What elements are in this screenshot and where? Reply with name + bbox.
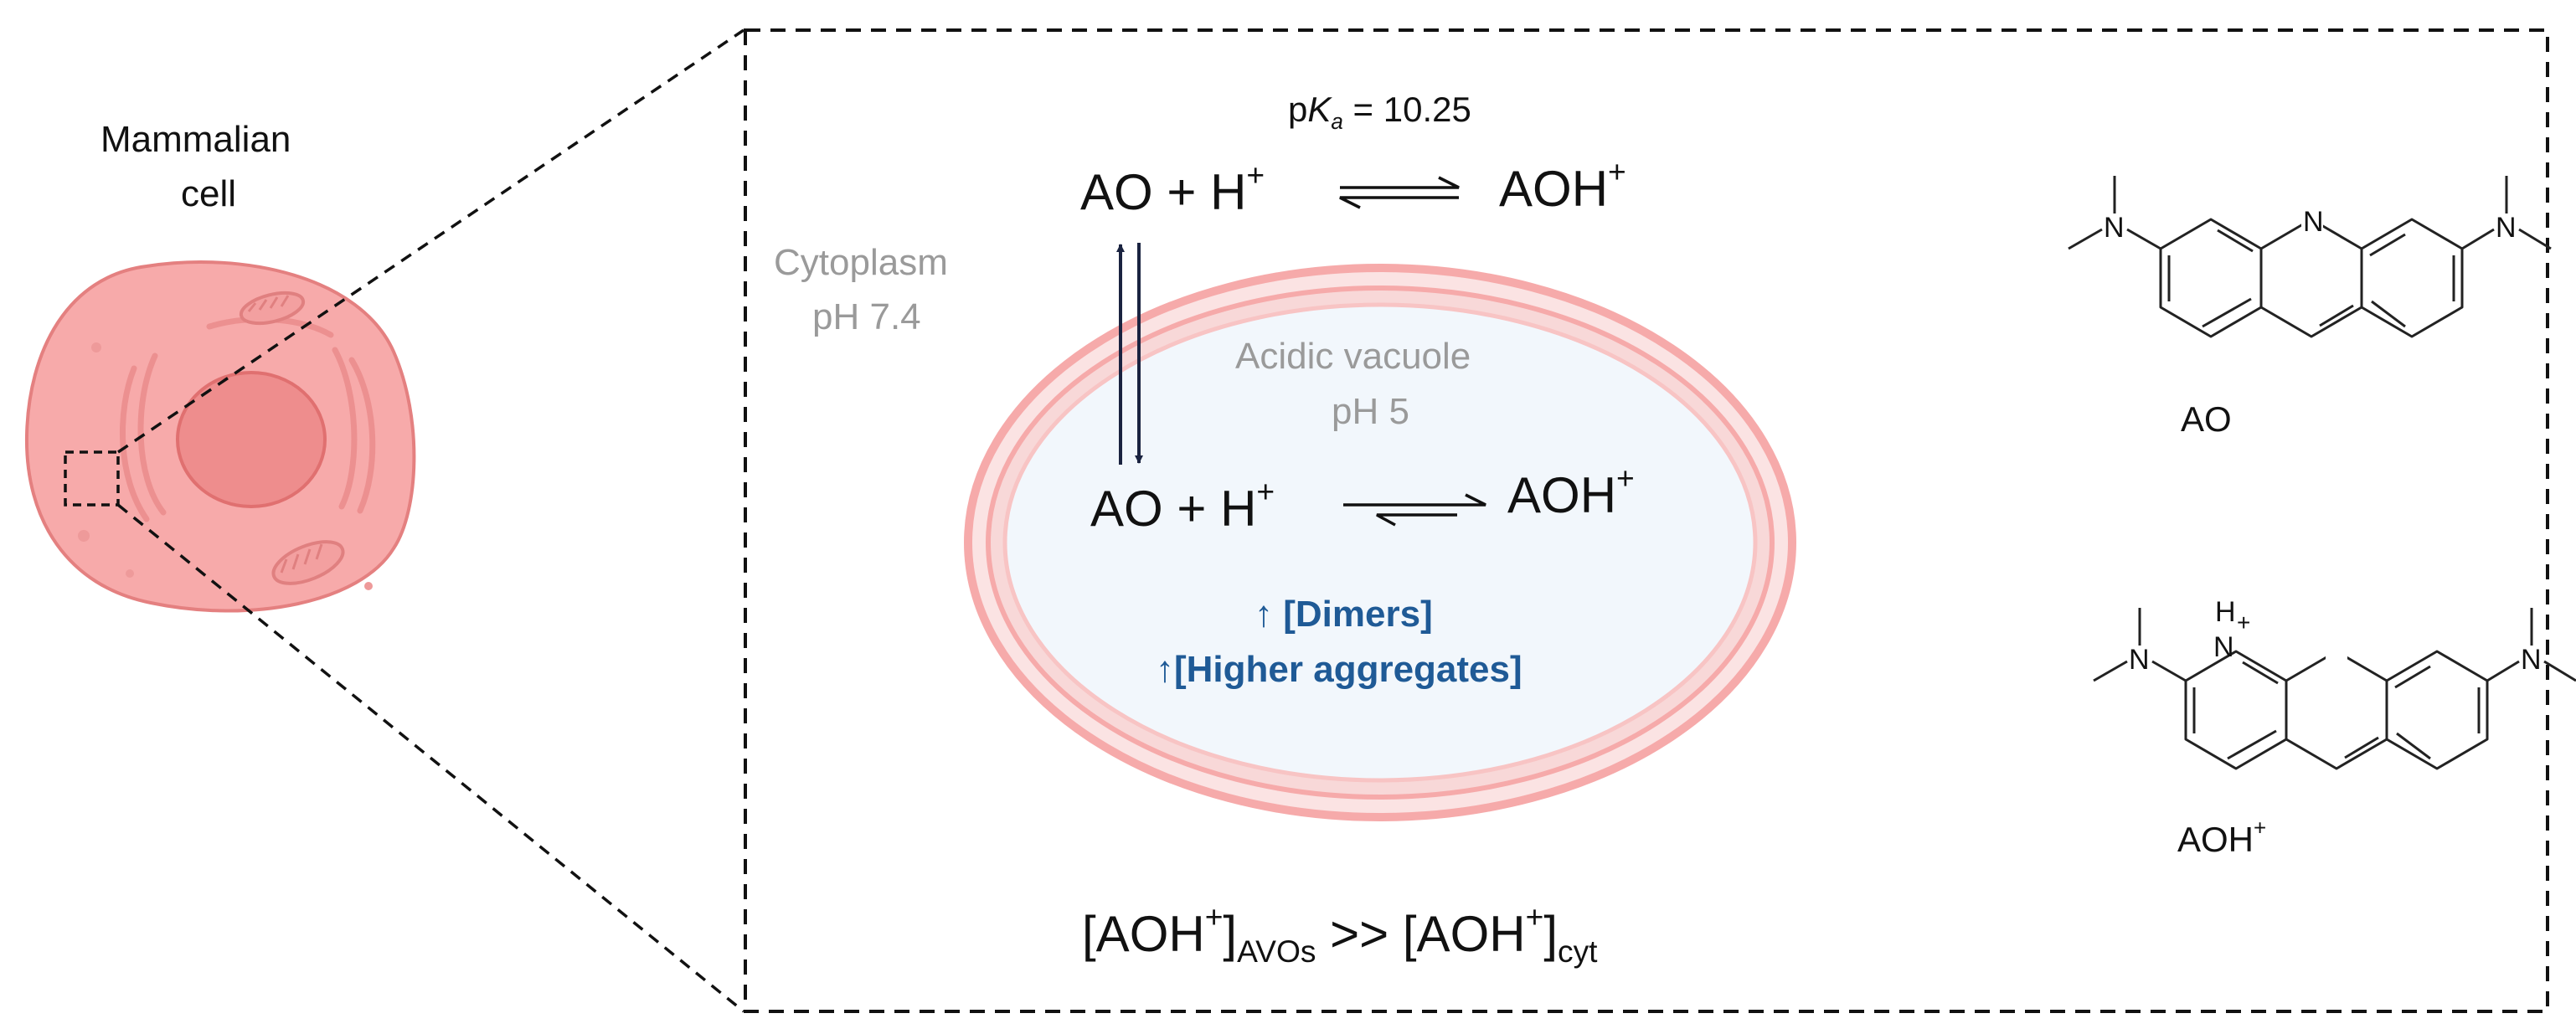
aggregates-line: ↑[Higher aggregates]: [1156, 651, 1522, 688]
top-left-species: AO + H: [1080, 164, 1247, 220]
vacuole-right-charge: +: [1616, 460, 1635, 496]
top-equation-right: AOH+: [1499, 157, 1626, 217]
zoom-line-bottom: [116, 503, 745, 1013]
vacuole-equation-right: AOH+: [1507, 463, 1635, 521]
dimers-label: [Dimers]: [1283, 594, 1433, 635]
vacuole-right-species: AOH: [1507, 467, 1617, 523]
ao-structure: [2068, 176, 2552, 338]
relation-close1: ]: [1223, 906, 1238, 962]
aoh-left-n: N: [2129, 644, 2150, 676]
ao-right-n: N: [2496, 212, 2517, 244]
cytoplasm-label: Cytoplasm: [774, 242, 948, 283]
relation-operator: >>: [1316, 906, 1403, 962]
top-right-charge: +: [1608, 154, 1626, 190]
aoh-label: AOH+: [2177, 816, 2266, 859]
vacuole-label: Acidic vacuole: [1235, 336, 1471, 377]
pka-value: = 10.25: [1342, 90, 1471, 129]
ao-label: AO: [2181, 399, 2232, 439]
mitochondrion-bottom: [271, 540, 345, 585]
zoom-region-box: [64, 450, 120, 507]
aoh-ring-h: H: [2215, 596, 2236, 628]
relation-sub-cyt: cyt: [1557, 934, 1598, 970]
relation-open1: [AOH: [1082, 906, 1205, 962]
top-equilibrium-arrows: [1339, 176, 1460, 209]
relation-open2: [AOH: [1402, 906, 1526, 962]
up-arrow-aggregates: ↑: [1156, 649, 1174, 690]
top-left-charge: +: [1246, 157, 1265, 193]
vacuole-left-species: AO + H: [1090, 481, 1257, 537]
relation-close2: ]: [1543, 906, 1558, 962]
ao-left-n: N: [2104, 212, 2125, 244]
nucleus: [176, 371, 327, 508]
aoh-right-n: N: [2521, 644, 2542, 676]
zoom-panel-border: [744, 28, 2549, 1013]
pka-label: pKa = 10.25: [1288, 90, 1471, 133]
top-right-species: AOH: [1499, 161, 1609, 217]
aoh-ring-n: N: [2213, 631, 2234, 663]
higher-aggregates-label: [Higher aggregates]: [1174, 649, 1522, 690]
ao-ring-n: N: [2303, 206, 2324, 238]
mitochondrion-top: [239, 291, 306, 326]
relation-charge2: +: [1525, 899, 1544, 935]
vacuole-left-charge: +: [1256, 474, 1275, 510]
pka-k: K: [1307, 90, 1332, 129]
pka-subscript: a: [1331, 109, 1343, 135]
relation-charge1: +: [1204, 899, 1224, 935]
cell-title-line2: cell: [181, 173, 237, 214]
aoh-label-text: AOH: [2177, 820, 2254, 859]
cell-title-line1: Mammalian: [100, 119, 291, 160]
pka-prefix: p: [1288, 90, 1308, 129]
up-arrow-dimers: ↑: [1255, 594, 1273, 635]
top-equation-left: AO + H+: [1080, 160, 1265, 220]
vacuole-ph: pH 5: [1332, 391, 1409, 432]
vacuole-equilibrium-arrows: [1343, 493, 1486, 527]
concentration-relation: [AOH+]AVOs >> [AOH+]cyt: [1082, 902, 1598, 967]
mammalian-cell: [24, 260, 416, 613]
vacuole-equation-left: AO + H+: [1090, 476, 1275, 537]
aoh-structure: [2093, 608, 2576, 770]
aoh-label-charge: +: [2254, 815, 2267, 841]
cytoplasm-ph: pH 7.4: [812, 296, 921, 337]
aoh-ring-plus: +: [2237, 610, 2251, 635]
dimers-line: ↑ [Dimers]: [1255, 596, 1433, 633]
relation-sub-avos: AVOs: [1237, 934, 1316, 970]
zoom-line-top: [117, 28, 744, 454]
acidic-vacuole: [964, 264, 1796, 821]
